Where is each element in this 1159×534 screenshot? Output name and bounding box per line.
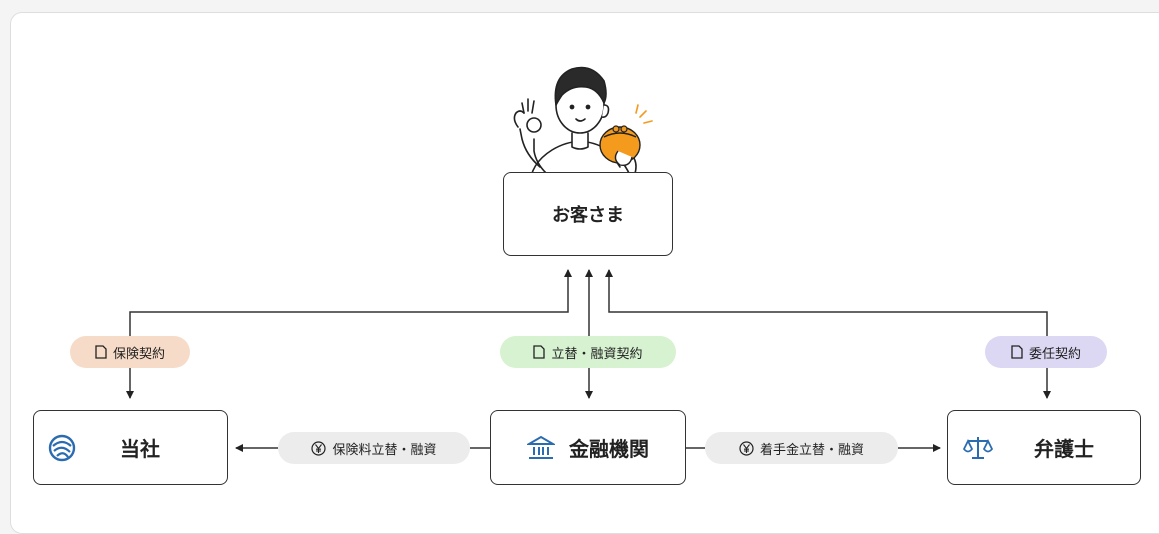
document-icon — [533, 345, 546, 359]
scales-icon — [962, 435, 994, 461]
insurance-contract-badge: 保険契約 — [70, 336, 190, 368]
retainer-financing-label: 着手金立替・融資 — [759, 442, 864, 458]
customer-label: お客さま — [552, 205, 624, 226]
customer-node: お客さま — [503, 172, 673, 256]
mandate-contract-label: 委任契約 — [1028, 346, 1081, 362]
yen-coin-icon — [311, 440, 327, 456]
document-icon — [95, 345, 107, 359]
premium-financing-label: 保険料立替・融資 — [332, 442, 437, 458]
lawyer-node: 弁護士 — [947, 410, 1141, 485]
bank-icon — [527, 435, 555, 461]
financing-contract-badge: 立替・融資契約 — [500, 336, 676, 368]
mandate-contract-badge: 委任契約 — [985, 336, 1107, 368]
company-node: 当社 — [33, 410, 228, 485]
document-icon — [1011, 345, 1023, 359]
insurance-contract-label: 保険契約 — [112, 346, 165, 362]
bank-label: 金融機関 — [569, 437, 649, 461]
company-logo-icon — [48, 434, 76, 462]
premium-financing-badge: 保険料立替・融資 — [278, 432, 470, 464]
company-label: 当社 — [120, 437, 160, 461]
connector-customer-lawyer — [605, 269, 1048, 338]
retainer-financing-badge: 着手金立替・融資 — [705, 432, 898, 464]
financing-contract-label: 立替・融資契約 — [551, 346, 643, 362]
bank-node: 金融機関 — [490, 410, 686, 485]
yen-coin-icon — [739, 440, 754, 456]
lawyer-label: 弁護士 — [1034, 437, 1094, 461]
